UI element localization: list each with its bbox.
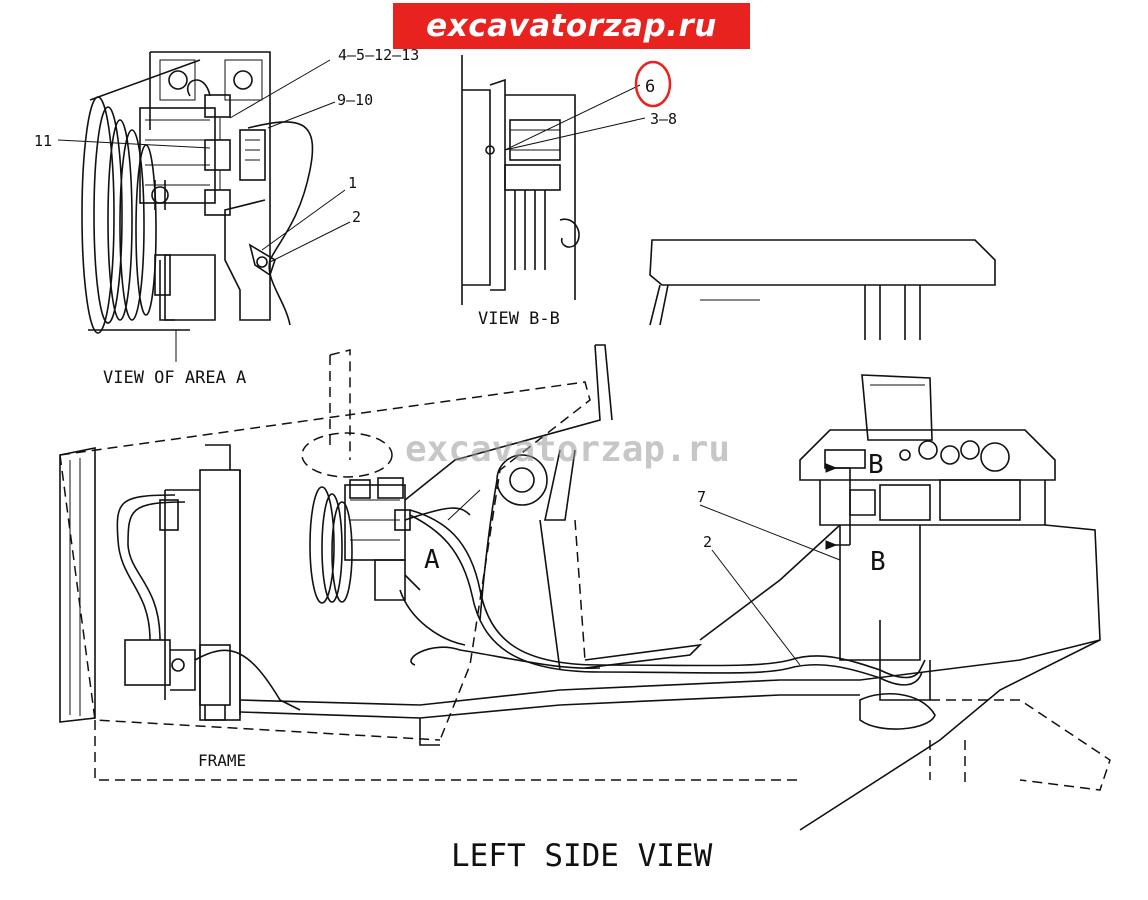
label-frame: FRAME <box>198 751 246 770</box>
callout-7: 7 <box>697 488 706 506</box>
alternator-main <box>309 477 471 646</box>
label-left-side-view: LEFT SIDE VIEW <box>451 838 713 874</box>
watermark-banner: excavatorzap.ru <box>393 3 750 49</box>
callout-2-area-a: 2 <box>352 208 361 226</box>
callout-6: 6 <box>645 77 655 97</box>
section-marker-b-bottom: B <box>870 547 886 577</box>
watermark-center: excavatorzap.ru <box>405 429 730 470</box>
area-a-detail <box>57 51 351 362</box>
callout-6-highlight <box>634 60 672 108</box>
callout-3-8: 3—8 <box>650 110 677 128</box>
section-marker-a: A <box>424 545 440 575</box>
callout-11: 11 <box>34 132 52 150</box>
watermark-banner-text: excavatorzap.ru <box>426 8 717 44</box>
label-view-bb: VIEW B-B <box>478 309 560 329</box>
callout-2-main: 2 <box>703 533 712 551</box>
label-view-of-area-a: VIEW OF AREA A <box>103 368 246 388</box>
callout-9-10: 9—10 <box>337 91 373 109</box>
machine-outline <box>59 344 1111 831</box>
callout-1: 1 <box>348 174 357 192</box>
callout-4-5-12-13: 4—5—12—13 <box>338 46 419 64</box>
section-marker-b-top: B <box>868 450 884 480</box>
view-bb-detail <box>461 55 646 305</box>
canopy-roof <box>649 239 996 340</box>
